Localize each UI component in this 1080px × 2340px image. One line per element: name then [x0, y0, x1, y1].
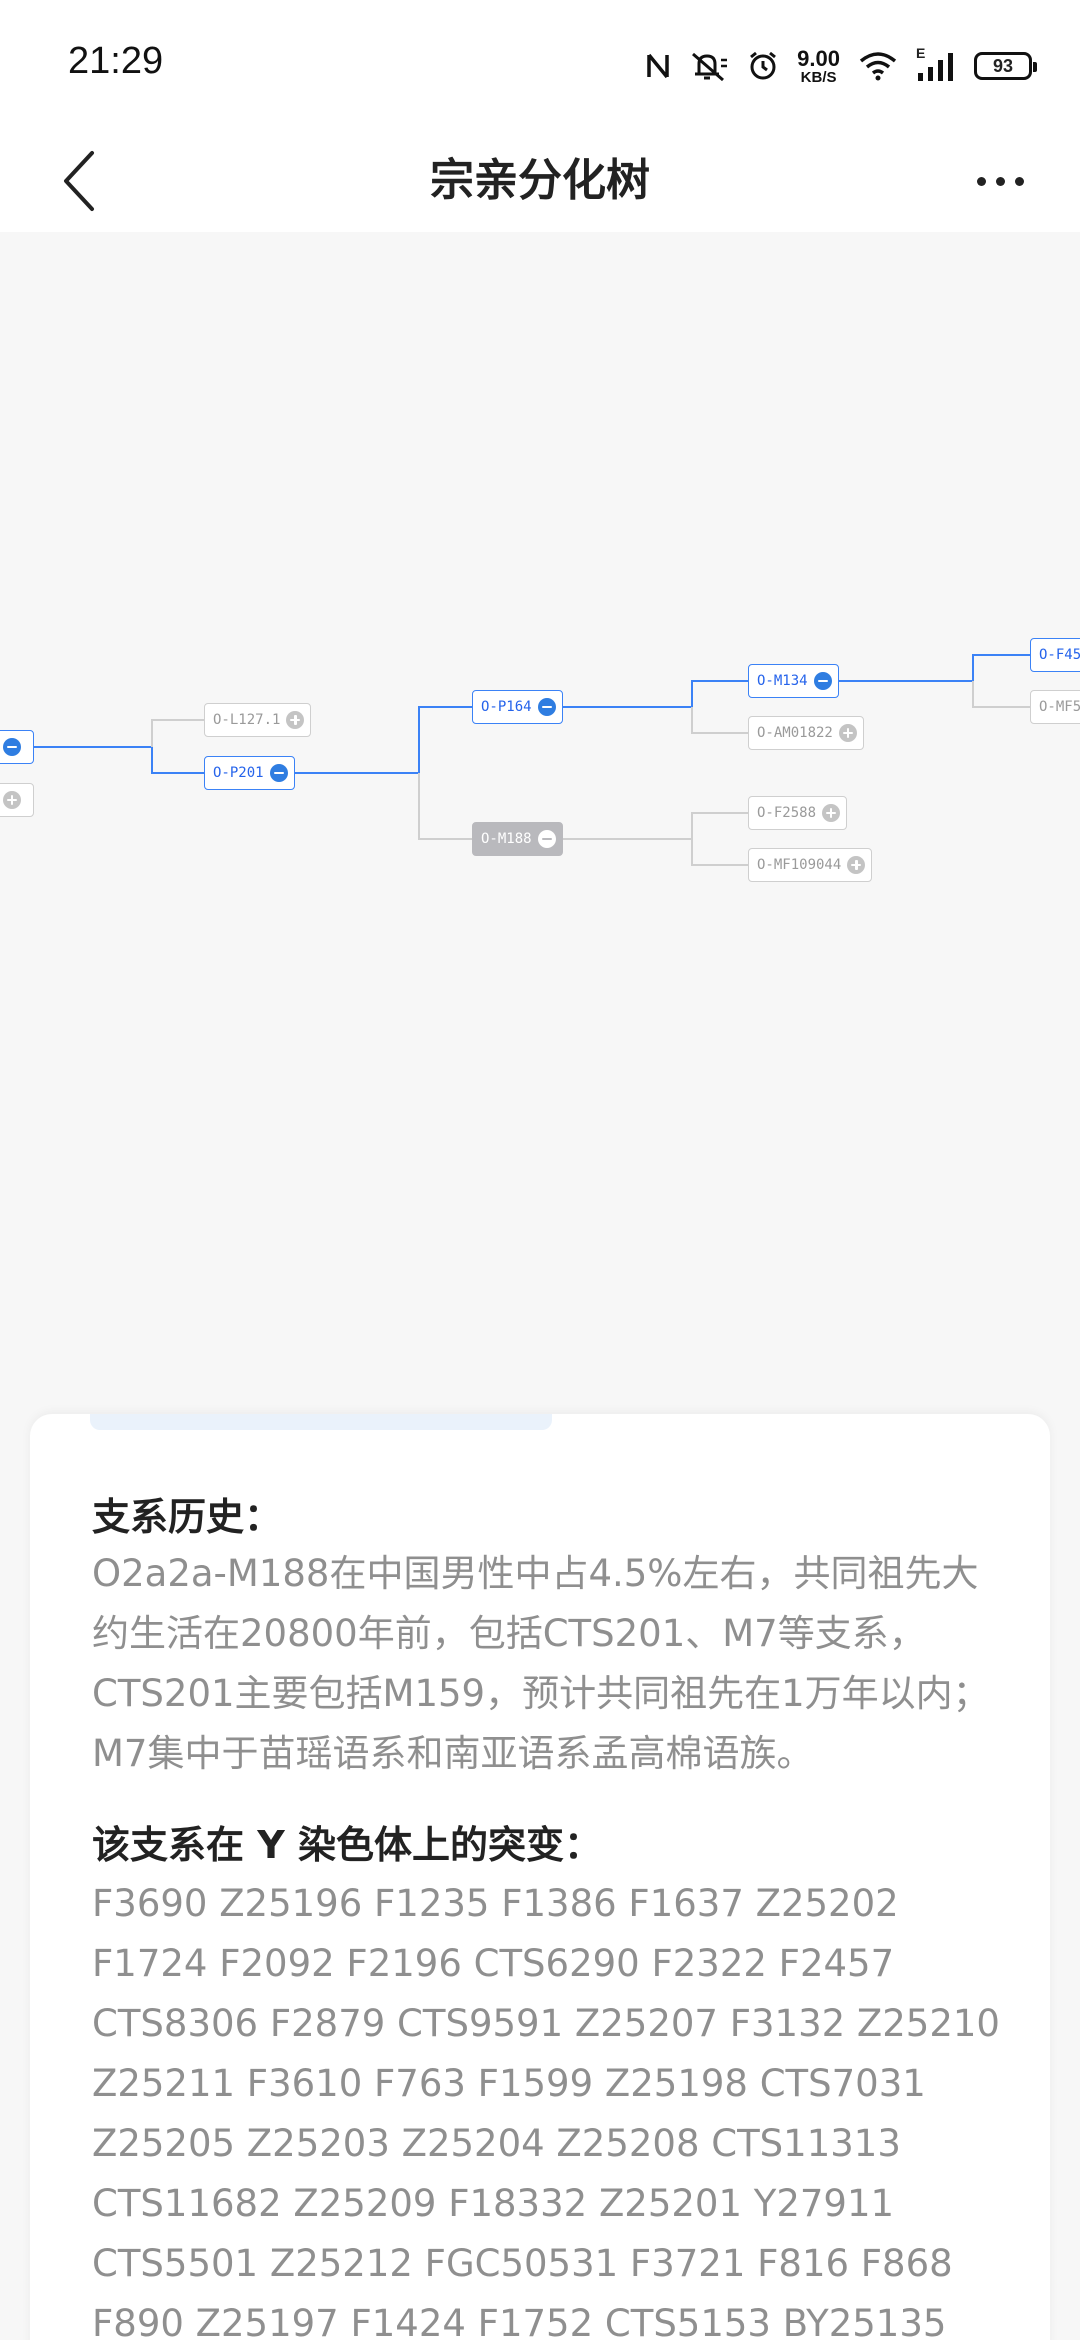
tree-node-label: O-P164 [481, 699, 532, 715]
more-dot-icon [995, 176, 1005, 186]
mutation-text: F3690 Z25196 F1235 F1386 F1637 Z25202 F1… [92, 1882, 1000, 2340]
mute-icon [692, 52, 728, 82]
nav-bar: 宗亲分化树 [0, 130, 1080, 232]
tree-node-o-p164[interactable]: O-P164 [472, 690, 563, 724]
collapse-icon[interactable] [537, 830, 556, 848]
nfc-icon [647, 53, 669, 79]
collapse-icon[interactable] [537, 698, 556, 716]
tree-node-label: O-F2588 [757, 805, 817, 821]
more-dot-icon [976, 176, 986, 186]
more-dot-icon [1014, 176, 1024, 186]
alarm-icon [750, 51, 777, 80]
edge-p164-am01822 [691, 707, 748, 734]
net-speed-value: 9.00 [797, 45, 840, 71]
lineage-tree[interactable]: O-L127.1 O-P201 O-P164 O-M188 O-M134 O-A… [0, 232, 1080, 1412]
status-icons: 9.00 KB/S E 93 [645, 44, 1037, 88]
collapse-icon[interactable] [3, 738, 21, 756]
expand-icon[interactable] [286, 711, 305, 729]
tree-node-o-f2588[interactable]: O-F2588 [748, 796, 848, 830]
tree-node-label: O-M134 [757, 673, 808, 689]
page-title: 宗亲分化树 [430, 155, 650, 206]
expand-icon[interactable] [847, 856, 866, 874]
expand-icon[interactable] [822, 804, 841, 822]
tree-node-label: O-M188 [481, 831, 532, 847]
signal-icon [918, 53, 953, 81]
history-text: O2a2a-M188在中国男性中占4.5%左右，共同祖先大约生活在20800年前… [92, 1552, 990, 1775]
tree-node-o-am01822[interactable]: O-AM01822 [748, 716, 864, 750]
edge-m134-mf5 [972, 681, 1030, 708]
tree-node-o-l127-1[interactable]: O-L127.1 [204, 703, 312, 737]
history-label: 支系历史： [92, 1495, 283, 1539]
signal: E [916, 45, 956, 83]
net-speed: 9.00 KB/S [797, 45, 840, 86]
edge-p201-m188 [418, 773, 472, 840]
chevron-left-icon [64, 151, 94, 211]
tree-node-o-f45[interactable]: O-F45 [1030, 638, 1080, 672]
edge-m188-mf109044 [691, 839, 748, 866]
tree-node-label: O-MF5 [1039, 699, 1080, 715]
tree-node-o-m188[interactable]: O-M188 [472, 822, 563, 856]
edge-root-p201 [32, 746, 204, 774]
net-speed-unit: KB/S [800, 68, 837, 86]
edge-m134-f45 [838, 654, 1030, 682]
tree-node-root[interactable] [0, 730, 34, 764]
status-bar: 21:29 9.00 KB/S E [0, 0, 1080, 130]
tree-node-o-mf109044[interactable]: O-MF109044 [748, 848, 873, 882]
edge-m188-f2588 [562, 812, 748, 840]
battery-icon: 93 [974, 52, 1037, 80]
edge-p164-m134 [562, 680, 748, 708]
status-time: 21:29 [68, 40, 164, 82]
expand-icon[interactable] [3, 791, 21, 809]
tree-node-label: O-F45 [1039, 647, 1080, 663]
tree-node-sibling[interactable] [0, 783, 34, 817]
tree-node-label: O-P201 [213, 765, 264, 781]
tree-node-label: O-AM01822 [757, 725, 833, 741]
collapse-icon[interactable] [269, 764, 288, 782]
tree-node-o-mf5[interactable]: O-MF5 [1030, 690, 1080, 724]
edge-p201-p164 [294, 706, 472, 774]
tree-node-o-p201[interactable]: O-P201 [204, 756, 295, 790]
lineage-info-card[interactable]: 支系历史： O2a2a-M188在中国男性中占4.5%左右，共同祖先大约生活在2… [30, 1414, 1050, 2340]
mutation-label: 该支系在 Y 染色体上的突变： [92, 1823, 602, 1867]
edge-root-l127 [151, 719, 204, 747]
network-type: E [916, 45, 926, 61]
tree-node-label: O-L127.1 [213, 712, 281, 728]
wifi-icon [859, 52, 897, 81]
collapse-icon[interactable] [813, 672, 832, 690]
drag-handle[interactable] [90, 1414, 552, 1430]
more-options-button[interactable] [960, 130, 1040, 232]
tree-connectors [32, 654, 1030, 866]
expand-icon[interactable] [838, 724, 857, 742]
tree-node-o-m134[interactable]: O-M134 [748, 664, 839, 698]
back-button[interactable] [40, 130, 120, 232]
tree-node-label: O-MF109044 [757, 857, 842, 873]
